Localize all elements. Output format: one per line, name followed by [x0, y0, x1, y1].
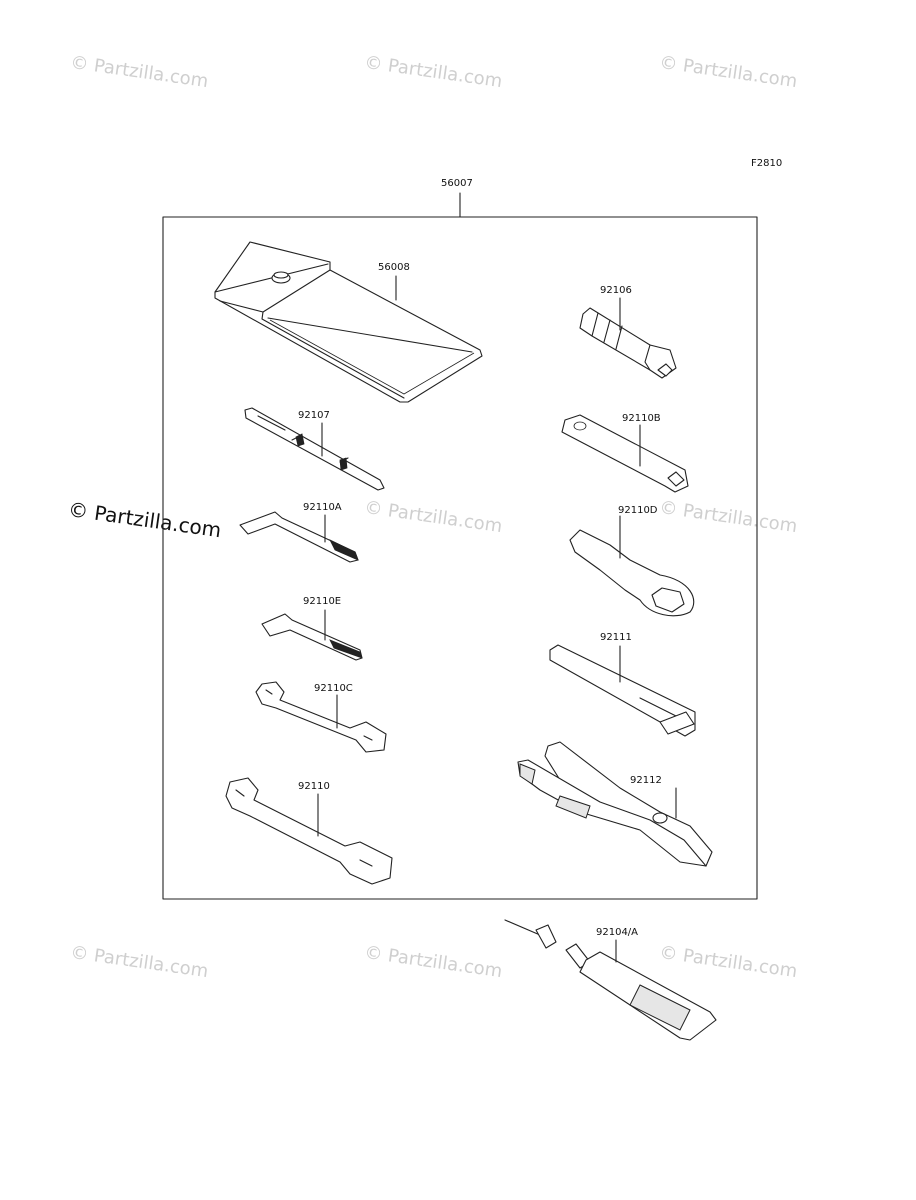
part-label-92107[interactable]: 92107 — [298, 410, 330, 421]
box-wrench-b-drawing — [561, 414, 689, 493]
open-wrench-c-drawing — [255, 681, 387, 753]
diagram-code: F2810 — [751, 158, 783, 169]
part-label-92110D[interactable]: 92110D — [618, 505, 658, 516]
part-label-92110C[interactable]: 92110C — [314, 683, 353, 694]
part-label-92111[interactable]: 92111 — [600, 632, 632, 643]
part-label-92104A[interactable]: 92104/A — [596, 927, 639, 938]
grease-tube-drawing — [504, 919, 717, 1041]
part-label-92110E[interactable]: 92110E — [303, 596, 342, 607]
bar-drawing — [549, 644, 696, 737]
part-label-92106[interactable]: 92106 — [600, 285, 632, 296]
hex-key-a-drawing — [239, 511, 359, 563]
socket-drawing — [579, 297, 677, 379]
part-label-92112[interactable]: 92112 — [630, 775, 662, 786]
screwdriver-drawing — [244, 407, 385, 491]
part-label-56007[interactable]: 56007 — [441, 178, 473, 189]
part-label-56008[interactable]: 56008 — [378, 262, 410, 273]
part-label-92110A[interactable]: 92110A — [303, 502, 342, 513]
open-wrench-drawing — [225, 777, 393, 885]
part-label-92110B[interactable]: 92110B — [622, 413, 661, 424]
tool-bag-drawing — [214, 241, 483, 403]
pliers-drawing — [517, 741, 713, 867]
box-wrench-d-drawing — [569, 515, 695, 617]
hex-key-e-drawing — [261, 609, 363, 661]
part-label-92110[interactable]: 92110 — [298, 781, 330, 792]
